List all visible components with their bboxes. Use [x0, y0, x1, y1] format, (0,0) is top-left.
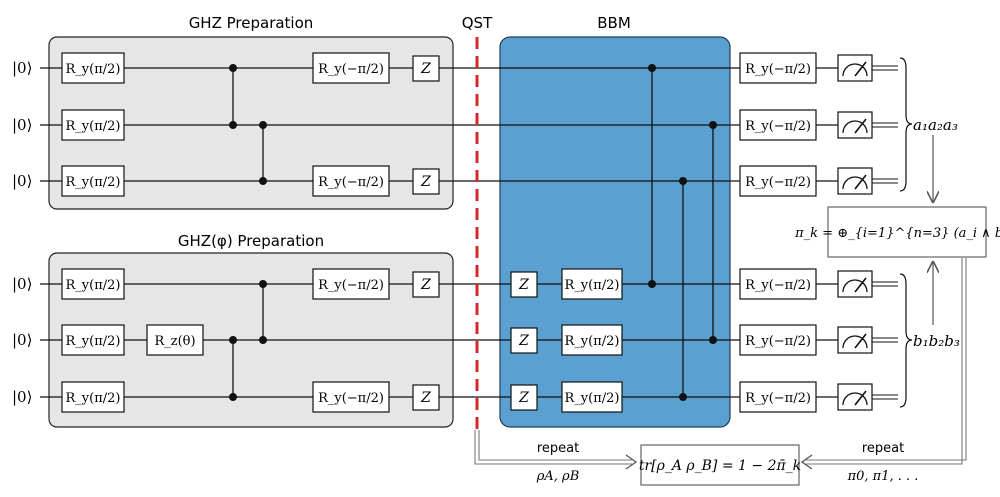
- svg-text:R_y(−π/2): R_y(−π/2): [745, 119, 811, 134]
- svg-text:Z: Z: [518, 333, 529, 349]
- svg-text:R_y(π/2): R_y(π/2): [66, 278, 121, 293]
- measurement-meters: [837, 54, 873, 411]
- meter-icon: [837, 54, 873, 82]
- ket-zero: |0⟩: [12, 172, 32, 190]
- svg-text:R_y(−π/2): R_y(−π/2): [745, 175, 811, 190]
- a-bits-brace: [899, 57, 913, 192]
- meter-icon: [837, 383, 873, 411]
- meter-icon: [837, 326, 873, 354]
- gate-z: Z: [510, 384, 538, 411]
- bbm-panel: [499, 36, 731, 428]
- svg-text:R_y(−π/2): R_y(−π/2): [318, 391, 384, 406]
- gate-ry-neg: R_y(−π/2): [739, 324, 817, 356]
- ket-zero: |0⟩: [12, 275, 32, 293]
- svg-text:R_y(π/2): R_y(π/2): [565, 278, 620, 293]
- ghz-preparation-title: GHZ Preparation: [189, 14, 314, 32]
- z-bbm-gates: Z Z Z: [510, 271, 538, 411]
- meter-icon: [837, 167, 873, 195]
- ket-zero: |0⟩: [12, 388, 32, 406]
- repeat-right-label: repeat: [862, 441, 904, 456]
- gate-ry-neg: R_y(−π/2): [739, 268, 817, 300]
- qst-title: QST: [462, 14, 493, 32]
- svg-text:Z: Z: [420, 174, 431, 190]
- svg-text:Z: Z: [518, 277, 529, 293]
- svg-text:R_y(π/2): R_y(π/2): [66, 175, 121, 190]
- classical-wires: [872, 65, 898, 400]
- gate-z: Z: [412, 168, 440, 195]
- svg-text:R_y(−π/2): R_y(−π/2): [318, 278, 384, 293]
- svg-text:Z: Z: [420, 61, 431, 77]
- gate-ry-pos: R_y(π/2): [61, 165, 125, 197]
- prep-cz-links: [232, 68, 264, 397]
- gate-rz-theta: R_z(θ): [146, 324, 204, 356]
- gate-ry-pos: R_y(π/2): [61, 109, 125, 141]
- gate-ry-neg: R_y(−π/2): [739, 165, 817, 197]
- ry-neg-prep-gates: R_y(−π/2) R_y(−π/2) R_y(−π/2) R_y(−π/2): [312, 52, 390, 413]
- b-bits-brace: [899, 273, 913, 408]
- gate-z: Z: [412, 384, 440, 411]
- bbm-cz-dots: [648, 64, 717, 401]
- svg-text:R_y(π/2): R_y(π/2): [66, 119, 121, 134]
- gate-ry-pos: R_y(π/2): [61, 52, 125, 84]
- ry-pos-gates-col1: R_y(π/2) R_y(π/2) R_y(π/2) R_y(π/2) R_y(…: [61, 52, 125, 413]
- ket-zero: |0⟩: [12, 59, 32, 77]
- svg-text:R_y(π/2): R_y(π/2): [66, 334, 121, 349]
- svg-text:R_y(−π/2): R_y(−π/2): [745, 278, 811, 293]
- pi-formula: π_k = ⊕_{i=1}^{n=3} (a_i ∧ b_i): [794, 226, 1000, 241]
- gate-z: Z: [412, 271, 440, 298]
- gate-ry-neg: R_y(−π/2): [312, 268, 390, 300]
- gate-z: Z: [412, 55, 440, 82]
- trace-formula-box: [640, 444, 800, 486]
- gate-ry-neg: R_y(−π/2): [739, 109, 817, 141]
- svg-text:R_y(−π/2): R_y(−π/2): [745, 391, 811, 406]
- gate-ry-neg: R_y(−π/2): [312, 165, 390, 197]
- svg-text:R_y(π/2): R_y(π/2): [565, 334, 620, 349]
- feedback-right-path: [800, 258, 967, 470]
- feedback-left-path: [474, 430, 638, 470]
- a-bits-label: a₁a₂a₃: [913, 116, 958, 134]
- svg-text:R_y(−π/2): R_y(−π/2): [318, 62, 384, 77]
- svg-text:Z: Z: [420, 277, 431, 293]
- gate-ry-pos: R_y(π/2): [61, 324, 125, 356]
- svg-text:R_y(π/2): R_y(π/2): [565, 391, 620, 406]
- ry-pos-bbm-gates: R_y(π/2) R_y(π/2) R_y(π/2): [561, 268, 623, 413]
- gate-ry-neg: R_y(−π/2): [739, 52, 817, 84]
- gate-ry-pos: R_y(π/2): [61, 381, 125, 413]
- gate-ry-pos: R_y(π/2): [561, 324, 623, 356]
- ghzphi-preparation-title: GHZ(φ) Preparation: [178, 232, 324, 250]
- svg-text:Z: Z: [518, 390, 529, 406]
- svg-text:R_y(−π/2): R_y(−π/2): [745, 334, 811, 349]
- svg-text:R_y(−π/2): R_y(−π/2): [318, 175, 384, 190]
- prep-cz-dots: [229, 64, 267, 401]
- gate-z: Z: [510, 271, 538, 298]
- trace-formula: tr[ρ_A ρ_B] = 1 − 2π̄_k: [639, 458, 801, 474]
- gate-ry-neg: R_y(−π/2): [312, 52, 390, 84]
- svg-text:R_y(−π/2): R_y(−π/2): [745, 62, 811, 77]
- ket-zero: |0⟩: [12, 331, 32, 349]
- pi-list-label: π0, π1, . . .: [847, 469, 919, 484]
- pi-formula-box: [827, 206, 987, 258]
- meter-icon: [837, 111, 873, 139]
- svg-text:R_y(π/2): R_y(π/2): [66, 62, 121, 77]
- svg-text:R_y(π/2): R_y(π/2): [66, 391, 121, 406]
- svg-text:Z: Z: [420, 390, 431, 406]
- gate-ry-pos: R_y(π/2): [561, 381, 623, 413]
- gate-ry-neg: R_y(−π/2): [739, 381, 817, 413]
- gate-ry-pos: R_y(π/2): [561, 268, 623, 300]
- gate-ry-neg: R_y(−π/2): [312, 381, 390, 413]
- ry-neg-output-gates: R_y(−π/2) R_y(−π/2) R_y(−π/2) R_y(−π/2) …: [739, 52, 817, 413]
- gate-ry-pos: R_y(π/2): [61, 268, 125, 300]
- bbm-cz-links: [651, 68, 714, 397]
- svg-text:R_z(θ): R_z(θ): [154, 334, 195, 349]
- rho-label: ρA, ρB: [536, 469, 580, 484]
- bbm-title: BBM: [597, 14, 631, 32]
- repeat-left-label: repeat: [537, 441, 579, 456]
- b-bits-label: b₁b₂b₃: [913, 332, 960, 350]
- input-kets: |0⟩ |0⟩ |0⟩ |0⟩ |0⟩ |0⟩: [12, 59, 32, 406]
- meter-icon: [837, 270, 873, 298]
- ket-zero: |0⟩: [12, 116, 32, 134]
- gate-z: Z: [510, 327, 538, 354]
- z-prep-gates: Z Z Z Z: [412, 55, 440, 411]
